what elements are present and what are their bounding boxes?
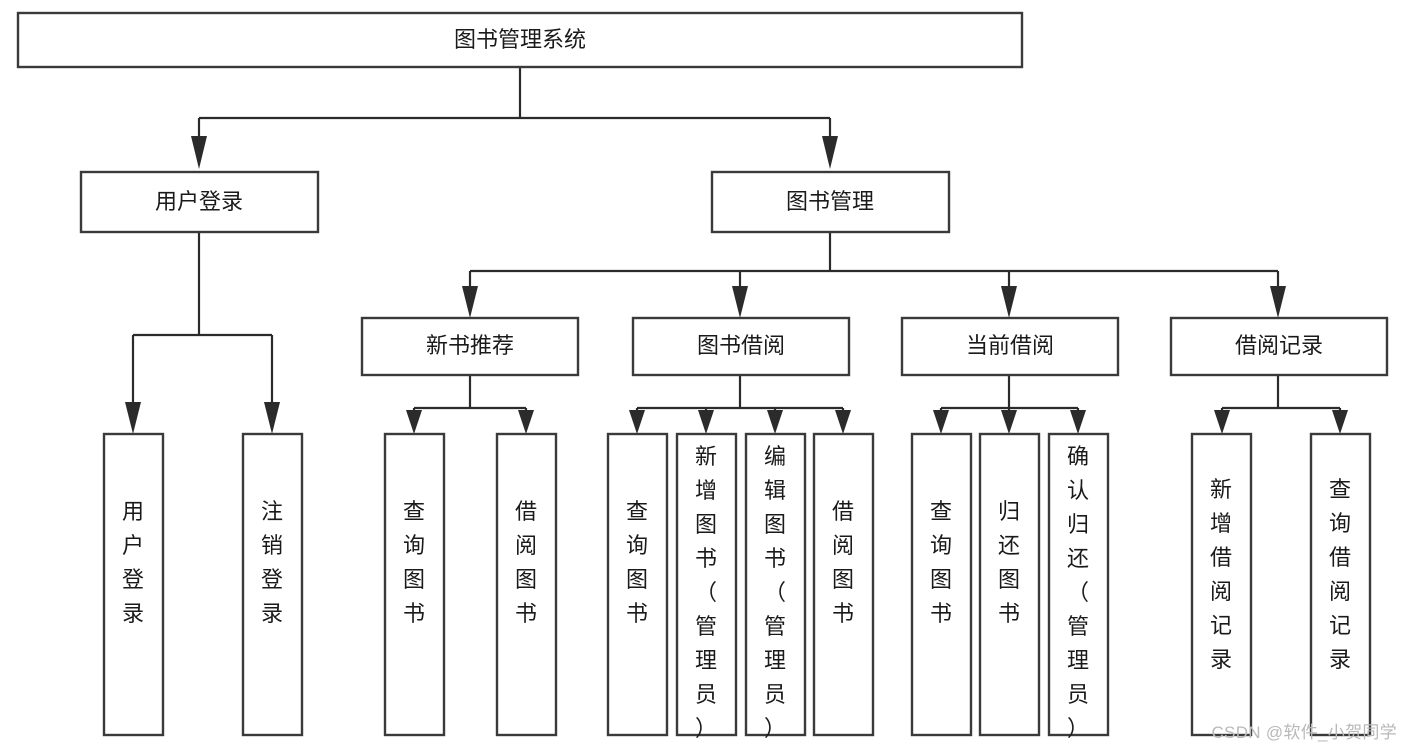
- node-book-borrow-label: 图书借阅: [697, 333, 785, 358]
- node-current-borrow-box[interactable]: [900, 316, 1120, 377]
- arrow-head-add-book: [698, 410, 714, 434]
- connector-group-new-book-rec: [406, 375, 534, 434]
- arrow-head-current-borrow: [1001, 286, 1017, 318]
- node-new-book-rec[interactable]: 新书推荐: [360, 316, 580, 377]
- node-leaf-borrow-book-2-label: 借阅图书: [832, 499, 854, 626]
- node-leaf-query-record-label: 查询借阅记录: [1329, 477, 1351, 672]
- node-leaf-confirm-return-box[interactable]: [1047, 432, 1110, 737]
- node-new-book-rec-box[interactable]: [360, 316, 580, 377]
- node-leaf-return-book[interactable]: 归还图书: [978, 432, 1041, 737]
- arrow-head-query-book-3: [933, 410, 949, 434]
- node-leaf-borrow-book-2[interactable]: 借阅图书: [812, 432, 875, 737]
- node-leaf-borrow-book-1-box[interactable]: [495, 432, 558, 737]
- node-leaf-query-book-1-box[interactable]: [383, 432, 446, 737]
- arrow-head-book-borrow: [732, 286, 748, 318]
- node-leaf-query-book-3[interactable]: 查询图书: [910, 432, 973, 737]
- node-book-manage-label: 图书管理: [786, 189, 874, 214]
- connector-group-user-login: [125, 232, 280, 434]
- node-borrow-record-label: 借阅记录: [1235, 333, 1323, 358]
- arrow-head-borrow-book-1: [518, 410, 534, 434]
- node-leaf-add-record-label: 新增借阅记录: [1210, 477, 1232, 672]
- node-book-borrow-box[interactable]: [631, 316, 851, 377]
- connector-group-book-borrow: [629, 375, 851, 434]
- node-leaf-add-book-box[interactable]: [675, 432, 738, 737]
- node-leaf-borrow-book-1-label: 借阅图书: [515, 499, 537, 626]
- arrow-head-leaf-user-login: [125, 402, 141, 434]
- node-borrow-record-box[interactable]: [1169, 316, 1389, 377]
- arrow-head-add-record: [1214, 410, 1230, 434]
- node-leaf-return-book-box[interactable]: [978, 432, 1041, 737]
- node-leaf-borrow-book-2-box[interactable]: [812, 432, 875, 737]
- arrow-head-leaf-logout: [264, 402, 280, 434]
- arrow-head-user-login: [191, 136, 207, 169]
- node-leaf-query-book-2[interactable]: 查询图书: [606, 432, 669, 737]
- node-user-login-box[interactable]: [79, 170, 320, 234]
- node-leaf-logout-label: 注销登录: [261, 499, 283, 626]
- node-leaf-query-book-3-box[interactable]: [910, 432, 973, 737]
- node-user-login-label: 用户登录: [155, 189, 243, 214]
- node-leaf-edit-book-label: 编辑图书（管理员）: [764, 444, 786, 741]
- node-root[interactable]: 图书管理系统: [16, 11, 1024, 69]
- connector-group-book-manage: [462, 232, 1286, 318]
- node-root-label: 图书管理系统: [454, 27, 586, 52]
- arrow-head-confirm-return: [1070, 410, 1086, 434]
- node-leaf-query-record-box[interactable]: [1309, 432, 1372, 737]
- node-leaf-query-book-3-label: 查询图书: [930, 499, 952, 626]
- node-user-login[interactable]: 用户登录: [79, 170, 320, 234]
- node-book-manage[interactable]: 图书管理: [710, 170, 951, 234]
- arrow-head-return-book: [1001, 410, 1017, 434]
- node-current-borrow[interactable]: 当前借阅: [900, 316, 1120, 377]
- arrow-head-query-record: [1332, 410, 1348, 434]
- connector-group-current-borrow: [933, 375, 1086, 434]
- arrow-head-new-book-rec: [462, 286, 478, 318]
- node-leaf-add-record-box[interactable]: [1190, 432, 1253, 737]
- arrow-head-query-book-1: [406, 410, 422, 434]
- node-leaf-add-record[interactable]: 新增借阅记录: [1190, 432, 1253, 737]
- node-leaf-query-book-2-box[interactable]: [606, 432, 669, 737]
- node-leaf-borrow-book-1[interactable]: 借阅图书: [495, 432, 558, 737]
- node-leaf-user-login-label: 用户登录: [122, 499, 144, 626]
- arrow-head-book-manage: [822, 136, 838, 169]
- node-leaf-edit-book[interactable]: 编辑图书（管理员）: [744, 432, 807, 741]
- node-leaf-user-login[interactable]: 用户登录: [102, 432, 165, 737]
- node-leaf-query-record[interactable]: 查询借阅记录: [1309, 432, 1372, 737]
- node-borrow-record[interactable]: 借阅记录: [1169, 316, 1389, 377]
- connector-group-borrow-record: [1214, 375, 1348, 434]
- node-leaf-add-book[interactable]: 新增图书（管理员）: [675, 432, 738, 741]
- node-leaf-logout[interactable]: 注销登录: [241, 432, 304, 737]
- node-leaf-add-book-label: 新增图书（管理员）: [695, 444, 717, 741]
- arrow-head-borrow-record: [1270, 286, 1286, 318]
- node-root-box[interactable]: [16, 11, 1024, 69]
- node-leaf-logout-box[interactable]: [241, 432, 304, 737]
- node-leaf-edit-book-box[interactable]: [744, 432, 807, 737]
- arrow-head-edit-book: [767, 410, 783, 434]
- node-leaf-confirm-return-label: 确认归还（管理员）: [1067, 444, 1089, 741]
- node-leaf-query-book-1-label: 查询图书: [403, 499, 425, 626]
- arrow-head-query-book-2: [629, 410, 645, 434]
- connector-group-root: [191, 67, 838, 169]
- node-leaf-confirm-return[interactable]: 确认归还（管理员）: [1047, 432, 1110, 741]
- node-book-manage-box[interactable]: [710, 170, 951, 234]
- node-current-borrow-label: 当前借阅: [966, 333, 1054, 358]
- node-book-borrow[interactable]: 图书借阅: [631, 316, 851, 377]
- node-leaf-query-book-2-label: 查询图书: [626, 499, 648, 626]
- node-leaf-query-book-1[interactable]: 查询图书: [383, 432, 446, 737]
- node-leaf-return-book-label: 归还图书: [998, 499, 1020, 626]
- node-new-book-rec-label: 新书推荐: [426, 333, 514, 358]
- arrow-head-borrow-book-2: [835, 410, 851, 434]
- node-leaf-user-login-box[interactable]: [102, 432, 165, 737]
